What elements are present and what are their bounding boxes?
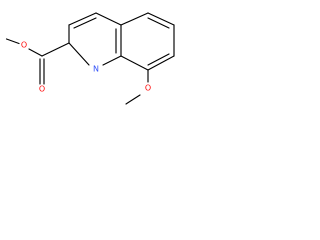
molecule-diagram: O O N O <box>5 12 175 105</box>
bond-layer <box>5 12 175 105</box>
benzene-inner-double-bond-bottom <box>147 53 170 66</box>
atom-label-layer: O O N O <box>21 41 151 94</box>
pyridine-bond-c8a-n1 <box>102 55 122 66</box>
ester-carbonyl-oxygen-label: O <box>39 85 45 94</box>
methyl-to-ester-oxygen-bond <box>5 38 20 45</box>
molecule-canvas: O O N O <box>0 0 178 125</box>
carbonyl-to-ring-bond <box>41 42 70 57</box>
benzene-bond-c4a-c5 <box>120 12 149 26</box>
benzene-bond-c8-c8a <box>120 55 149 71</box>
benzene-bond-c5-c6 <box>147 12 175 26</box>
methoxy-oxygen-label: O <box>145 84 151 93</box>
pyridine-bond-c3-c4 <box>68 12 97 26</box>
ring-nitrogen-label: N <box>93 65 99 74</box>
pyridine-bond-c4-c4a <box>95 12 122 26</box>
benzene-inner-double-bond-top <box>147 17 170 29</box>
benzene-bond-c7-c8 <box>147 55 175 71</box>
ester-ether-oxygen-label: O <box>21 41 27 50</box>
pyridine-bond-n1-c2 <box>68 42 90 66</box>
ester-oxygen-to-carbonyl-bond <box>28 48 43 57</box>
methoxy-oxygen-to-methyl-bond <box>125 94 141 105</box>
pyridine-inner-double-bond-top <box>73 17 97 29</box>
